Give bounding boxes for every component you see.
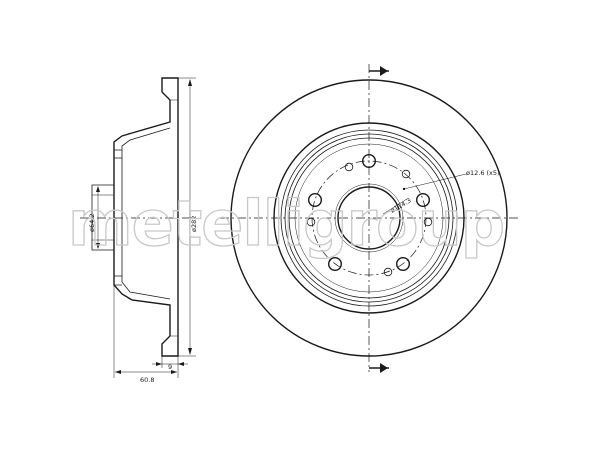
dim-hub-arrow-bottom	[96, 243, 100, 249]
side-view-step-top	[114, 149, 122, 286]
bolt-hole	[396, 257, 411, 272]
section-mark-top	[369, 66, 389, 76]
dim-hole-leader	[403, 173, 467, 190]
dim-hole-leader-dot	[402, 187, 406, 191]
pilot-hole	[344, 162, 354, 172]
bolt-hole	[308, 192, 323, 207]
dim-hub-arrow-top	[96, 186, 100, 192]
pilot-hole	[401, 169, 411, 179]
watermark-logo: metelligroup	[68, 187, 504, 260]
bolt-hole	[416, 192, 431, 207]
dim-height-arrow-left	[115, 370, 121, 374]
dim-thickness-arrow-right	[178, 362, 184, 366]
side-view-disc-profile	[113, 77, 179, 357]
dim-hub-diameter-label: ø64.2	[88, 214, 96, 232]
dim-thickness-arrow-left	[156, 362, 162, 366]
side-view-hub-bore	[91, 184, 114, 251]
dim-outer-arrow-top	[188, 79, 192, 86]
dim-height-label: 60.8	[140, 376, 154, 384]
dim-thickness-label: 9	[168, 363, 172, 371]
dim-bolt-circle-leader	[382, 198, 408, 215]
bolt-hole	[328, 257, 343, 272]
dim-height-arrow-right	[171, 370, 177, 374]
front-view-pilot-holes	[306, 162, 433, 277]
pilot-hole	[383, 267, 393, 277]
front-view: ø12.6 (x5) ø114.3	[220, 64, 518, 373]
dim-hole-label: ø12.6 (x5)	[466, 169, 500, 177]
section-mark-bottom	[369, 363, 389, 373]
dim-outer-diameter-label: ø282	[190, 216, 198, 232]
side-view: ø282 ø64.2 60.8 9	[80, 77, 198, 384]
dim-outer-arrow-bottom	[188, 348, 192, 355]
